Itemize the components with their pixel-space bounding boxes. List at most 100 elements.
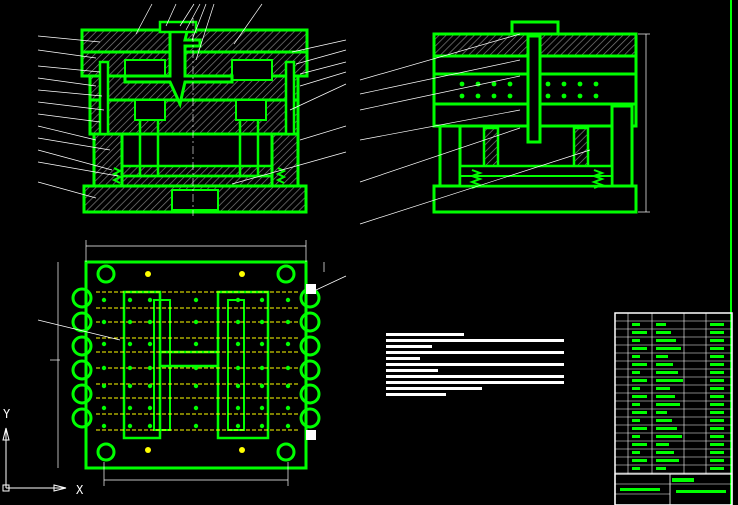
bom-cell-text xyxy=(656,459,679,462)
pin-mark xyxy=(145,447,151,453)
bom-cell-text xyxy=(710,467,724,470)
pin-mark xyxy=(127,319,133,325)
side-view-dimensions xyxy=(359,33,650,225)
bom-cell-text xyxy=(656,331,671,334)
pin-mark xyxy=(147,383,153,389)
bom-cell-text xyxy=(656,371,678,374)
pin-mark xyxy=(193,405,199,411)
bom-cell-text xyxy=(632,459,647,462)
side-section-view[interactable] xyxy=(432,20,638,214)
pin-mark xyxy=(101,341,107,347)
pin-mark xyxy=(259,297,265,303)
hole-mark xyxy=(593,81,599,87)
bom-cell-text xyxy=(632,403,640,406)
bom-cell-text xyxy=(656,443,669,446)
hole-mark xyxy=(545,81,551,87)
bom-cell-text xyxy=(656,379,683,382)
plan-view[interactable] xyxy=(71,260,321,470)
pin-mark xyxy=(285,341,291,347)
bom-cell-text xyxy=(710,451,724,454)
pin-mark xyxy=(101,405,107,411)
pin-mark xyxy=(285,319,291,325)
bom-cell-text xyxy=(656,387,670,390)
bom-cell-text xyxy=(656,427,677,430)
pin-mark xyxy=(239,271,245,277)
bom-cell-text xyxy=(656,323,666,326)
bom-cell-text xyxy=(632,363,647,366)
boss-left xyxy=(71,359,93,381)
bom-cell-text xyxy=(656,339,676,342)
bom-cell-text xyxy=(656,419,672,422)
bom-cell-text xyxy=(710,347,724,350)
bom-cell-text xyxy=(632,323,640,326)
bom-cell-text xyxy=(656,403,680,406)
hole-mark xyxy=(577,81,583,87)
hole-mark xyxy=(475,81,481,87)
bom-cell-text xyxy=(632,435,640,438)
hole-mark xyxy=(507,93,513,99)
boss-left xyxy=(71,407,93,429)
pin-mark xyxy=(193,297,199,303)
front-section-view[interactable] xyxy=(80,18,309,216)
pin-mark xyxy=(101,319,107,325)
bom-cell-text xyxy=(710,331,724,334)
pin-mark xyxy=(127,365,133,371)
bom-cell-text xyxy=(632,371,640,374)
pin-mark xyxy=(193,365,199,371)
ucs-y-label: Y xyxy=(3,407,11,421)
bill-of-materials-table[interactable] xyxy=(614,312,733,505)
boss-left xyxy=(71,335,93,357)
pin-mark xyxy=(235,383,241,389)
pin-mark xyxy=(259,341,265,347)
bom-cell-text xyxy=(710,435,724,438)
ucs-x-label: X xyxy=(76,483,84,497)
pin-mark xyxy=(235,423,241,429)
pin-mark xyxy=(285,365,291,371)
bom-cell-text xyxy=(632,331,647,334)
bom-cell-text xyxy=(632,347,647,350)
hole-mark xyxy=(491,81,497,87)
bom-cell-text xyxy=(632,467,640,470)
bom-cell-text xyxy=(656,395,675,398)
boss-right xyxy=(299,311,321,333)
pin-mark xyxy=(235,405,241,411)
pin-mark xyxy=(147,405,153,411)
bom-cell-text xyxy=(710,403,724,406)
pin-mark xyxy=(101,365,107,371)
pin-mark xyxy=(235,297,241,303)
pin-mark xyxy=(127,405,133,411)
pin-mark xyxy=(127,297,133,303)
pin-mark xyxy=(101,423,107,429)
pin-mark xyxy=(147,297,153,303)
boss-left xyxy=(71,311,93,333)
pin-mark xyxy=(259,365,265,371)
hole-mark xyxy=(593,93,599,99)
side-view-holes xyxy=(459,81,599,99)
plan-view-centerlines xyxy=(96,291,300,431)
pin-mark xyxy=(259,319,265,325)
hole-mark xyxy=(459,93,465,99)
bom-cell-text xyxy=(656,467,666,470)
bom-cell-text xyxy=(632,395,647,398)
bom-cell-text xyxy=(710,427,724,430)
bom-cell-text xyxy=(656,355,668,358)
pin-mark xyxy=(147,319,153,325)
bom-cell-text xyxy=(656,347,681,350)
boss-right xyxy=(299,383,321,405)
pin-mark xyxy=(285,383,291,389)
boss-right xyxy=(299,407,321,429)
bom-cell-text xyxy=(632,379,647,382)
bom-cell-text xyxy=(710,355,724,358)
bom-cell-text xyxy=(632,411,647,414)
bom-cell-text xyxy=(632,443,647,446)
bom-cell-text xyxy=(656,411,667,414)
bom-cell-text xyxy=(632,355,640,358)
pin-mark xyxy=(193,383,199,389)
pin-mark xyxy=(127,423,133,429)
front-view-leaders xyxy=(37,3,347,199)
bom-cell-text xyxy=(710,411,724,414)
pin-mark xyxy=(193,319,199,325)
pin-mark xyxy=(259,383,265,389)
boss-left xyxy=(71,383,93,405)
